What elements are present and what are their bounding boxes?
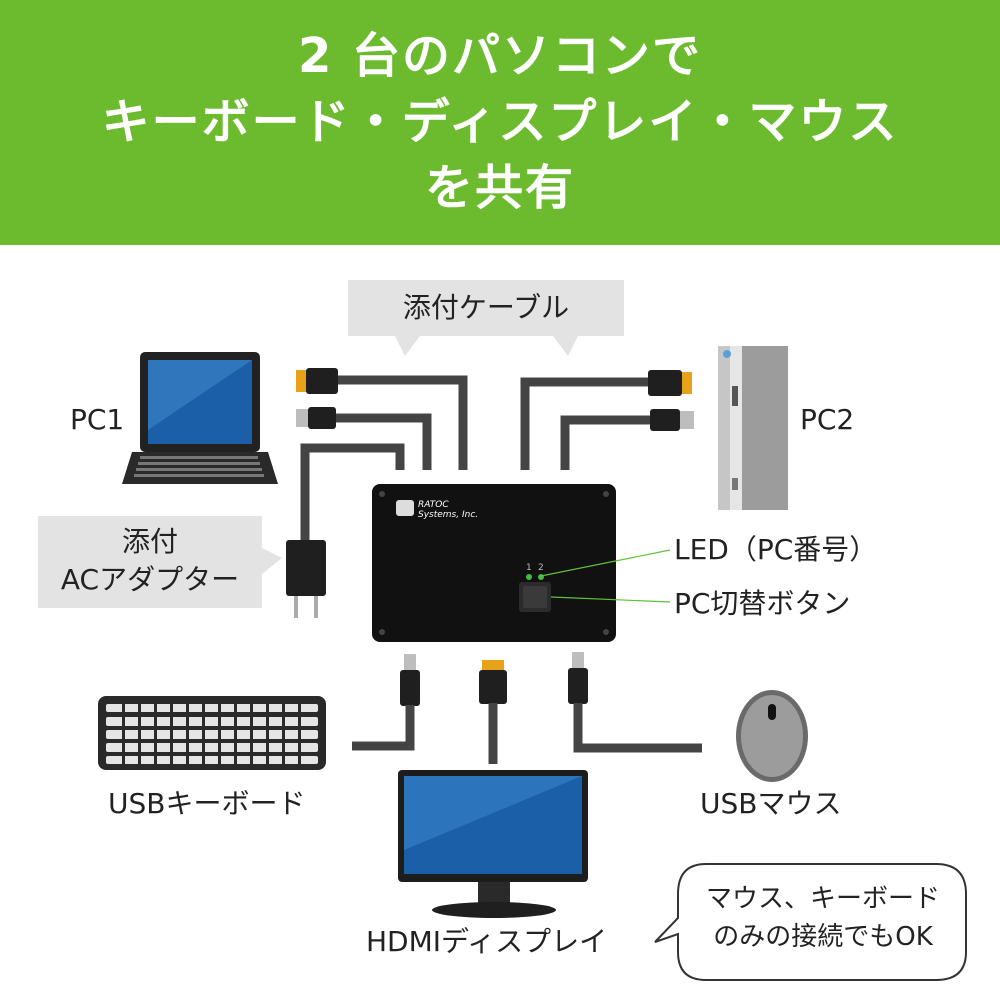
header-line-1: 2 台のパソコンで	[297, 28, 703, 84]
switch-button-label: PC切替ボタン	[674, 587, 851, 620]
tower-pc-icon	[718, 346, 788, 510]
header-line-2: キーボード・ディスプレイ・マウス	[101, 94, 899, 150]
adapter-callout-line-2: ACアダプター	[60, 563, 240, 596]
ac-adapter-icon	[286, 540, 326, 618]
mouse-usb-plug	[568, 652, 588, 704]
note-line-1: マウス、キーボード	[705, 884, 940, 914]
header-line-3: を共有	[424, 160, 575, 216]
display-label: HDMIディスプレイ	[366, 925, 608, 958]
mouse-label: USBマウス	[700, 787, 842, 820]
keyboard-icon	[98, 696, 326, 770]
note-line-2: のみの接続でもOK	[713, 922, 933, 952]
display-hdmi-plug	[479, 660, 507, 704]
keyboard-label: USBキーボード	[108, 787, 306, 820]
keyboard-usb-plug	[400, 654, 420, 706]
pc2-usb-plug	[650, 409, 694, 431]
kvm-switch-icon	[372, 484, 616, 642]
pc1-cables	[336, 375, 468, 470]
cable-callout-label: 添付ケーブル	[402, 291, 570, 324]
device-brand-sub: Systems, Inc.	[418, 510, 479, 520]
monitor-icon	[398, 770, 588, 918]
led-label: LED（PC番号）	[674, 533, 878, 566]
pc2-label: PC2	[800, 403, 855, 436]
laptop-icon	[122, 352, 278, 484]
pc2-cables	[520, 377, 652, 470]
mouse-icon	[736, 690, 808, 782]
device-brand: RATOC	[418, 500, 449, 510]
adapter-callout	[38, 516, 282, 608]
pc1-hdmi-plug	[296, 368, 338, 394]
led-number-1: 1	[526, 563, 532, 573]
pc1-label: PC1	[70, 403, 125, 436]
adapter-callout-line-1: 添付	[121, 525, 178, 558]
header-banner: 2 台のパソコンで キーボード・ディスプレイ・マウス を共有	[0, 0, 1000, 245]
pc1-usb-plug	[296, 407, 336, 429]
note-bubble	[654, 863, 967, 981]
cable-callout	[348, 280, 624, 356]
led-number-2: 2	[538, 563, 544, 573]
pc2-hdmi-plug	[648, 370, 692, 396]
